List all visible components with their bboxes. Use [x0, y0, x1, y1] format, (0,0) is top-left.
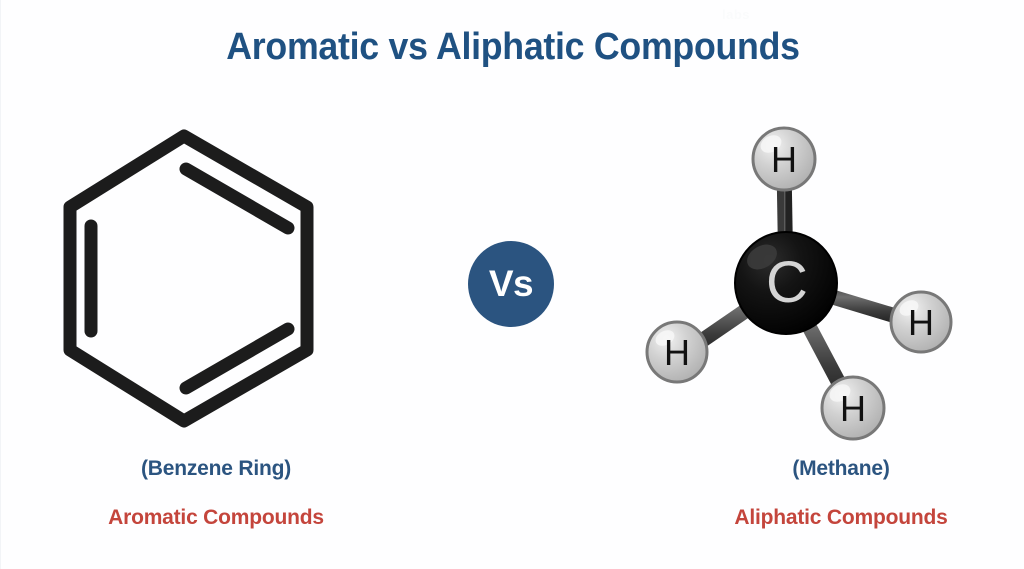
- left-caption-sub: (Benzene Ring): [140, 457, 292, 480]
- double-bond-upper-right: [179, 162, 295, 235]
- benzene-ring-diagram: [49, 122, 349, 432]
- atom-label-h-top: H: [771, 139, 797, 180]
- benzene-ring-svg: [63, 129, 314, 428]
- vs-badge: Vs: [468, 241, 554, 327]
- vs-label: Vs: [488, 262, 534, 304]
- atom-carbon-center: C: [734, 231, 838, 335]
- atom-hydrogen-top: H: [751, 126, 817, 192]
- double-bond-lower-right: [179, 322, 295, 395]
- hexagon-outline: [63, 129, 314, 428]
- methane-molecule-svg: H H H H: [645, 126, 953, 441]
- watermark: labs: [721, 7, 750, 22]
- left-caption-main: Aromatic Compounds: [108, 506, 324, 529]
- right-caption-sub: (Methane): [792, 457, 890, 480]
- atom-label-h-right: H: [908, 302, 934, 343]
- atom-hydrogen-left: H: [645, 320, 709, 384]
- atom-label-h-left: H: [664, 332, 690, 373]
- atom-hydrogen-right: H: [889, 290, 953, 354]
- methane-molecule-diagram: H H H H: [631, 110, 971, 450]
- right-caption-main: Aliphatic Compounds: [734, 506, 948, 529]
- page-title: Aromatic vs Aliphatic Compounds: [226, 26, 800, 68]
- atom-label-c: C: [766, 250, 808, 315]
- atom-hydrogen-bottom: H: [820, 375, 886, 441]
- atom-label-h-bottom: H: [840, 388, 866, 429]
